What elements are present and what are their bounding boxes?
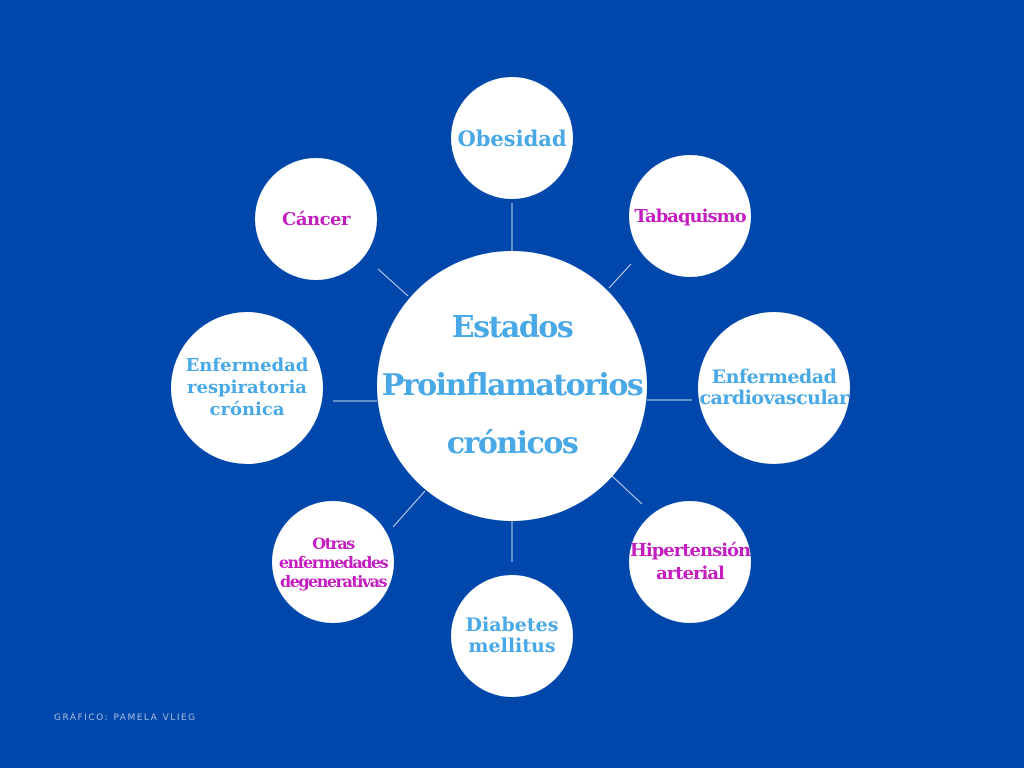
- node-tabaquismo: Tabaquismo: [629, 155, 751, 277]
- center-line-2: Proinflamatorios: [381, 368, 644, 403]
- node-label-line-2: enfermedades: [278, 552, 389, 572]
- center-node: Estados Proinflamatorios crónicos: [377, 251, 647, 521]
- node-enfermedad-cardiovascular: Enfermedad cardiovascular: [698, 312, 850, 464]
- node-label-line-1: Enfermedad: [185, 355, 309, 376]
- node-otras-enfermedades-degenerativas: Otras enfermedades degenerativas: [272, 501, 394, 623]
- node-label-line-1: Hipertensión: [629, 540, 751, 561]
- connector-hiper: [611, 475, 643, 505]
- node-label-line-2: respiratoria: [187, 377, 307, 398]
- connector-tabaquismo: [608, 263, 632, 289]
- node-label-line-1: Enfermedad: [711, 366, 837, 388]
- node-label: Obesidad: [457, 125, 567, 151]
- node-label: Cáncer: [282, 208, 350, 230]
- node-hipertension-arterial: Hipertensión arterial: [629, 501, 751, 623]
- node-label-line-2: mellitus: [468, 635, 556, 657]
- node-enfermedad-respiratoria-cronica: Enfermedad respiratoria crónica: [171, 312, 323, 464]
- connector-otras: [392, 490, 426, 528]
- center-line-1: Estados: [451, 310, 574, 345]
- node-label-line-3: crónica: [209, 399, 285, 420]
- node-label-line-2: arterial: [656, 563, 725, 584]
- node-label: Tabaquismo: [634, 205, 746, 227]
- node-diabetes-mellitus: Diabetes mellitus: [451, 575, 573, 697]
- center-line-3: crónicos: [446, 426, 579, 461]
- node-label-line-1: Otras: [312, 533, 355, 553]
- connector-cancer: [377, 268, 409, 297]
- node-obesidad: Obesidad: [451, 77, 573, 199]
- node-cancer: Cáncer: [255, 158, 377, 280]
- node-label-line-2: cardiovascular: [699, 387, 849, 409]
- credit-text: GRÁFICO: PAMELA VLIEG: [54, 713, 197, 723]
- node-label-line-3: degenerativas: [280, 571, 387, 591]
- node-label-line-1: Diabetes: [465, 614, 559, 636]
